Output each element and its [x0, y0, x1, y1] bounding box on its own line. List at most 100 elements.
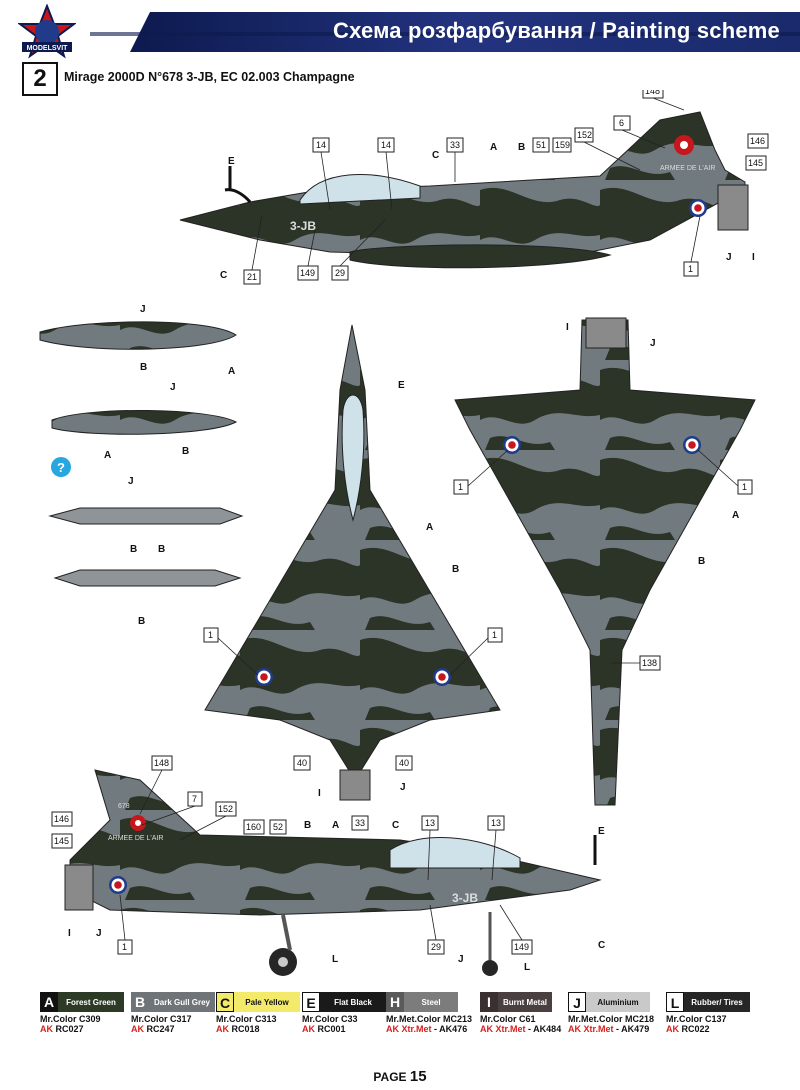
paint-ref-b-pod2: B [138, 616, 145, 627]
paint-ref-l-nose: L [524, 962, 530, 973]
canopy [299, 173, 421, 205]
paint-ref-j-under: J [650, 338, 656, 349]
legend-code-ak: - AK476 [431, 1024, 468, 1034]
legend-code-mrcolor: Mr.Color C33 [302, 1014, 358, 1024]
page-number-value: 15 [409, 1068, 427, 1085]
legend-letter: L [666, 992, 684, 1012]
callout-146: 146 [750, 136, 765, 146]
help-icon [51, 457, 71, 477]
legend-code-ak: RC001 [315, 1024, 346, 1034]
paint-ref-e-bottom: E [598, 826, 605, 837]
callout-146-b: 146 [54, 814, 69, 824]
paint-ref-j-tank2: J [170, 382, 176, 393]
side-profile-top: ARMEE DE L'AIR 3-JB [179, 111, 749, 269]
paint-ref-b-pod1: B [130, 544, 137, 555]
callout-6: 6 [619, 118, 624, 128]
callout-13-a: 13 [425, 818, 435, 828]
paint-ref-e-top: E [398, 380, 405, 391]
callout-160: 160 [246, 822, 261, 832]
nose-wheel [482, 960, 498, 976]
callout-40-left: 40 [297, 758, 307, 768]
legend-code-mrcolor: Mr.Met.Color MC213 [386, 1014, 473, 1024]
legend-code-ak: RC247 [144, 1024, 175, 1034]
callout-29: 29 [335, 268, 345, 278]
paint-ref-c: C [432, 150, 439, 161]
marking-armee: ARMEE DE L'AIR [660, 165, 715, 172]
roundel-fuselage-bottom [109, 876, 127, 894]
legend-code-mrcolor: Mr.Color C313 [216, 1014, 277, 1024]
marking-armee-bottom: ARMEE DE L'AIR [108, 835, 163, 842]
marking-code-bottom: 3-JB [452, 891, 478, 905]
legend-color-name: Forest Green [58, 992, 124, 1012]
paint-refs-top: E C A B C J I [220, 142, 755, 281]
page-number: PAGE 15 [360, 1068, 440, 1085]
paint-ref-c2: C [220, 270, 227, 281]
legend-brand: AK [131, 1024, 144, 1034]
callout-1: 1 [688, 264, 693, 274]
paint-ref-c-bottom: C [392, 820, 399, 831]
paint-ref-i-bottom: I [68, 928, 71, 939]
callout-145: 145 [748, 158, 763, 168]
legend-brand: AK Xtr.Met [480, 1024, 526, 1034]
bottom-exhaust [585, 317, 627, 349]
header-band [90, 12, 800, 52]
callout-52: 52 [273, 822, 283, 832]
roundel-fuselage [689, 199, 707, 217]
callout-33: 33 [450, 140, 460, 150]
exhaust-bottom [64, 864, 94, 911]
callout-14b: 14 [381, 140, 391, 150]
legend-letter: H [386, 992, 404, 1012]
callout-149-b: 149 [514, 942, 529, 952]
paint-ref-b-pod1b: B [158, 544, 165, 555]
paint-ref-j-bottom: J [96, 928, 102, 939]
legend-code-ak: - AK484 [525, 1024, 562, 1034]
paint-ref-a-bottom: A [332, 820, 339, 831]
callout-145-b: 145 [54, 836, 69, 846]
legend-color-name: Steel [404, 992, 458, 1012]
legend-letter: I [480, 992, 498, 1012]
legend-letter: E [302, 992, 320, 1012]
help-icon-glyph: ? [57, 460, 65, 475]
pod-2 [53, 569, 242, 587]
legend-code-ak: RC018 [229, 1024, 260, 1034]
callout-51: 51 [536, 140, 546, 150]
legend-code-mrcolor: Mr.Color C309 [40, 1014, 101, 1024]
paint-ref-c-gear: C [598, 940, 605, 951]
callout-1-bottom: 1 [122, 942, 127, 952]
legend-code-ak: - AK479 [613, 1024, 650, 1034]
legend-color-name: Flat Black [320, 992, 386, 1012]
paint-ref-j: J [726, 252, 732, 263]
roundel-left-wing [255, 668, 273, 686]
paint-ref-i-top: I [318, 788, 321, 799]
legend-code-ak: RC022 [679, 1024, 710, 1034]
page-title: Схема розфарбування / Painting scheme [333, 18, 780, 43]
callout-152-b: 152 [218, 804, 233, 814]
pod-1 [48, 507, 244, 525]
legend-color-name: Aluminium [586, 992, 650, 1012]
paint-ref-a-tank1: A [228, 366, 235, 377]
paint-ref-a-top: A [426, 522, 433, 533]
paint-ref-b-under: B [698, 556, 705, 567]
legend-brand: AK Xtr.Met [386, 1024, 432, 1034]
exhaust-nozzle [717, 184, 749, 231]
paint-ref-i: I [752, 252, 755, 263]
refuel-probe [224, 188, 252, 203]
legend-brand: AK [302, 1024, 315, 1034]
logo-text: MODELSVIT [27, 45, 69, 52]
top-exhaust [339, 769, 371, 801]
callout-148: 148 [645, 90, 660, 96]
paint-ref-e: E [228, 156, 235, 167]
callout-1-under-left: 1 [458, 482, 463, 492]
paint-ref-l-main: L [332, 954, 338, 965]
legend-letter: J [568, 992, 586, 1012]
callout-1-top-right: 1 [492, 630, 497, 640]
external-stores: J B A J A B J B B B ? [39, 304, 244, 627]
paint-ref-b-tank1: B [140, 362, 147, 373]
paint-ref-b-bottom: B [304, 820, 311, 831]
painting-scheme-illustration: ARMEE DE L'AIR 3-JB 14 14 33 51 159 152 … [39, 90, 769, 976]
top-view: 1 1 40 40 E A B I J [203, 324, 503, 801]
